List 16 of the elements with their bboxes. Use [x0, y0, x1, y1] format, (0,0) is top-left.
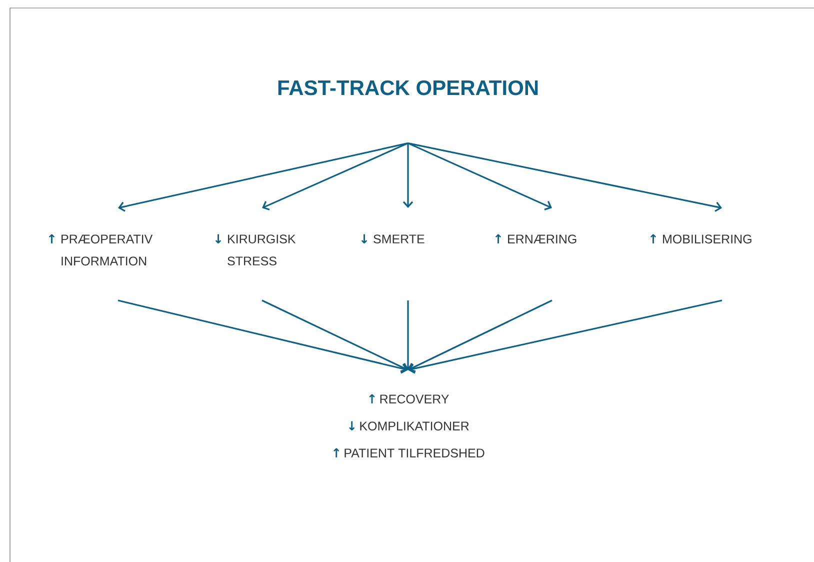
factor-label: ↑ ERNÆRING: [495, 234, 576, 244]
arrow: [402, 143, 414, 208]
title: FAST-TRACK OPERATION: [278, 80, 538, 96]
arrow: [408, 142, 722, 212]
arrow: [118, 142, 408, 212]
factor-label: ↑ PRÆOPERATIV INFORMATION: [48, 234, 153, 266]
arrow: [118, 300, 408, 374]
arrow: [408, 300, 552, 372]
arrow: [262, 300, 408, 372]
arrow: [262, 142, 408, 210]
arrow: [408, 300, 722, 374]
outcome-label: ↑ RECOVERY ↓ KOMPLIKATIONER ↑ PATIENT TILFREDSHED: [334, 394, 484, 458]
arrow: [408, 142, 552, 210]
factor-label: ↓ SMERTE: [361, 234, 424, 244]
factor-label: ↓ KIRURGISK STRESS: [215, 234, 296, 266]
factor-label: ↑ MOBILISERING: [650, 234, 752, 244]
